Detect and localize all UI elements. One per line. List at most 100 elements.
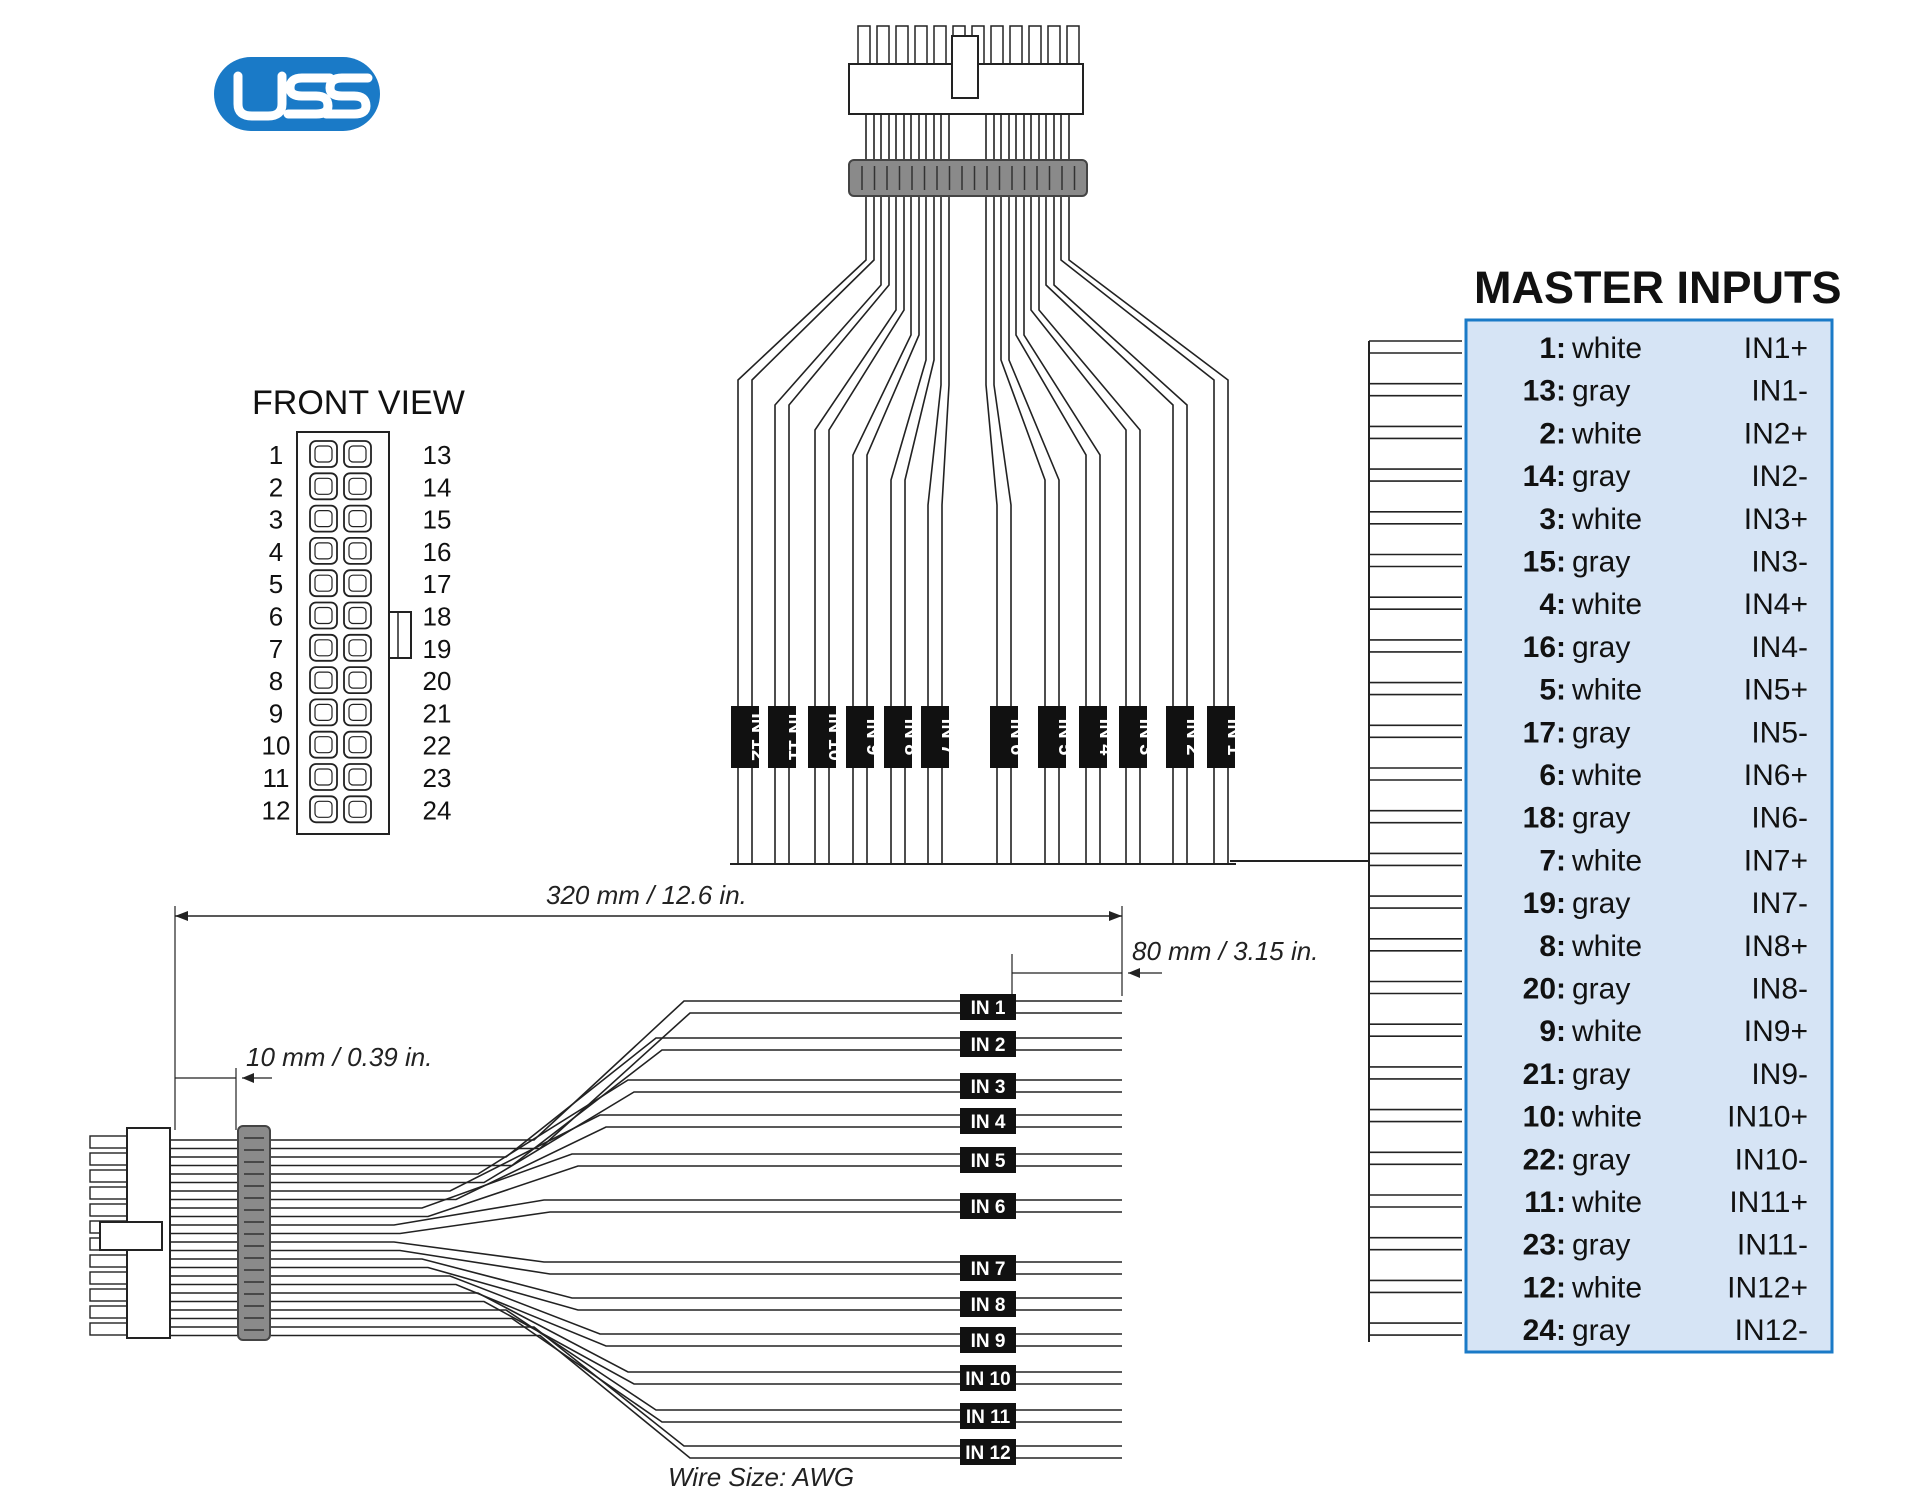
top-connector-sleeve xyxy=(848,159,1088,197)
side-connector-tag-label: IN 6 xyxy=(971,1197,1006,1218)
side-connector-wire xyxy=(170,1199,1122,1226)
top-connector-tag: IN 10 xyxy=(808,706,846,768)
front-view-pin-cavity xyxy=(343,730,372,759)
side-connector-tag-label: IN 10 xyxy=(965,1369,1010,1390)
top-connector-wire xyxy=(788,114,890,864)
master-inputs-pin: 16: xyxy=(1523,631,1566,664)
top-connector-tag: IN 3 xyxy=(1119,706,1157,768)
front-view-pin-cavity xyxy=(309,730,338,759)
top-connector-wire xyxy=(1008,114,1060,864)
front-view-latch xyxy=(388,611,412,659)
side-connector-wire xyxy=(170,1249,1122,1275)
master-inputs-pin: 8: xyxy=(1539,930,1566,963)
top-connector-tag: IN 2 xyxy=(1166,706,1204,768)
side-connector-pin xyxy=(89,1135,129,1149)
side-connector: 320 mm / 12.6 in. 80 mm / 3.15 in. 10 mm… xyxy=(89,880,1318,1492)
front-view-pin-cavity xyxy=(343,763,372,791)
side-connector-tag-label: IN 3 xyxy=(971,1077,1006,1098)
top-connector-pin xyxy=(990,25,1004,67)
master-inputs-wire-color: white xyxy=(1571,1101,1642,1134)
master-inputs-wire-color: gray xyxy=(1572,887,1630,920)
master-inputs-wire-color: white xyxy=(1571,759,1642,792)
front-view-pin-number: 20 xyxy=(423,666,452,696)
master-inputs-signal: IN10- xyxy=(1735,1143,1808,1176)
front-view-pin-cavity xyxy=(309,633,338,662)
front-view-pin-cavity xyxy=(343,601,372,630)
master-inputs-signal: IN3- xyxy=(1751,546,1808,579)
side-connector-pin xyxy=(89,1254,129,1268)
top-connector-tag: IN 9 xyxy=(846,706,884,768)
side-connector-wire xyxy=(170,1126,1122,1201)
master-inputs-wire-color: gray xyxy=(1572,631,1630,664)
side-connector-wires xyxy=(170,1000,1122,1459)
top-connector-tag: IN 7 xyxy=(921,706,959,768)
master-inputs-signal: IN9- xyxy=(1751,1058,1808,1091)
master-inputs-signal: IN5- xyxy=(1751,716,1808,749)
master-inputs-wire-color: white xyxy=(1571,588,1642,621)
front-view-pin-cavity xyxy=(343,569,372,598)
master-inputs-signal: IN8+ xyxy=(1744,930,1808,963)
side-connector-wire xyxy=(170,1153,1122,1209)
front-view-pin-number: 14 xyxy=(423,472,452,502)
master-inputs-wire-color: white xyxy=(1571,930,1642,963)
master-inputs-wire-color: gray xyxy=(1572,973,1630,1006)
top-connector-pin xyxy=(933,25,947,67)
front-view-pin-cavity xyxy=(309,763,338,791)
master-inputs-signal: IN7+ xyxy=(1744,844,1808,877)
side-connector-wire xyxy=(170,1114,1122,1192)
top-connector-wire xyxy=(890,114,927,864)
side-connector-tag-label: IN 2 xyxy=(971,1035,1006,1056)
side-connector-wire xyxy=(170,1275,1122,1335)
top-connector-wire xyxy=(1045,114,1174,864)
master-inputs-signal: IN2- xyxy=(1751,460,1808,493)
top-connector-wire xyxy=(866,114,920,864)
front-view-pin-cavity xyxy=(309,440,338,468)
master-inputs-wire-color: white xyxy=(1571,674,1642,707)
master-inputs-pin: 2: xyxy=(1539,417,1566,450)
wire-size-label: Wire Size: AWG xyxy=(668,1462,854,1492)
front-view-pin-cavity xyxy=(343,795,372,824)
master-inputs-pin: 22: xyxy=(1523,1143,1566,1176)
front-view-pin-number: 19 xyxy=(423,634,452,664)
master-inputs-wire-color: gray xyxy=(1572,1314,1630,1347)
top-connector-wire xyxy=(1053,114,1188,864)
master-inputs-pin: 21: xyxy=(1523,1058,1566,1091)
master-inputs-pin: 1: xyxy=(1539,332,1566,365)
top-connector-wire xyxy=(941,114,950,864)
top-connector-tag-label: IN 12 xyxy=(747,713,769,761)
front-view-pin-cavity xyxy=(343,440,372,468)
master-inputs-signal: IN12- xyxy=(1735,1314,1808,1347)
master-inputs-signal: IN3+ xyxy=(1744,503,1808,536)
master-inputs-pin: 24: xyxy=(1523,1314,1566,1347)
side-connector-pin xyxy=(89,1203,129,1217)
top-connector-pin xyxy=(1047,25,1061,67)
side-connector-wire xyxy=(170,1037,1122,1158)
master-inputs-pin: 18: xyxy=(1523,802,1566,835)
front-view-pin-number: 16 xyxy=(423,537,452,567)
master-inputs-signal: IN7- xyxy=(1751,887,1808,920)
front-view-pin-number: 23 xyxy=(423,763,452,793)
master-inputs-pin: 17: xyxy=(1523,716,1566,749)
front-view-pin-cavity xyxy=(309,569,338,598)
master-inputs-pin: 7: xyxy=(1539,844,1566,877)
top-connector-wire xyxy=(828,114,905,864)
side-connector-tag-label: IN 8 xyxy=(971,1295,1006,1316)
top-connector-tag: IN 4 xyxy=(1079,706,1117,768)
top-connector-tag-label: IN 5 xyxy=(1054,719,1076,756)
master-inputs-wire-color: white xyxy=(1571,332,1642,365)
master-inputs-signal: IN10+ xyxy=(1727,1101,1808,1134)
side-connector-tag-label: IN 11 xyxy=(966,1407,1011,1428)
front-view-pin-cavity xyxy=(309,698,338,727)
